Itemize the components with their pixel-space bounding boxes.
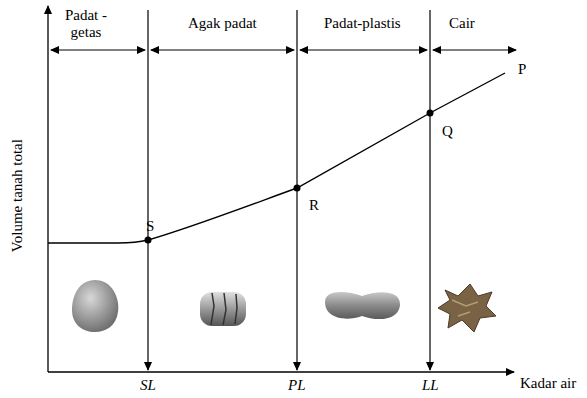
- zone-label: Padat - getas: [55, 7, 117, 42]
- point-label: Q: [442, 123, 453, 140]
- zone-arrow: [300, 50, 427, 51]
- zone-label: Padat-plastis: [324, 15, 401, 32]
- zone-arrow: [151, 50, 294, 51]
- zone-label: Agak padat: [188, 15, 257, 32]
- zone-label: Cair: [449, 15, 475, 32]
- limit-label: SL: [140, 377, 156, 394]
- x-axis: [48, 371, 514, 372]
- limit-label: PL: [288, 377, 306, 394]
- soil-cylinder: [200, 292, 246, 326]
- axis-title: Kadar air: [520, 375, 576, 392]
- point-label: P: [518, 61, 526, 78]
- soil-egg: [72, 280, 118, 332]
- point-label: S: [146, 218, 154, 235]
- limit-label: LL: [422, 377, 439, 394]
- limit-line: [429, 10, 430, 370]
- point-dot: [427, 110, 434, 117]
- y-axis: [47, 6, 48, 372]
- point-dot: [294, 185, 301, 192]
- point-dot: [145, 237, 152, 244]
- zone-arrow: [433, 50, 516, 51]
- volume-curve: [48, 73, 505, 243]
- soil-liquid-blob: [438, 284, 496, 332]
- axis-title: Volume tanah total: [9, 139, 26, 252]
- limit-line: [147, 10, 148, 370]
- point-label: R: [309, 197, 319, 214]
- soil-roll: [325, 292, 400, 319]
- zone-arrow: [51, 50, 145, 51]
